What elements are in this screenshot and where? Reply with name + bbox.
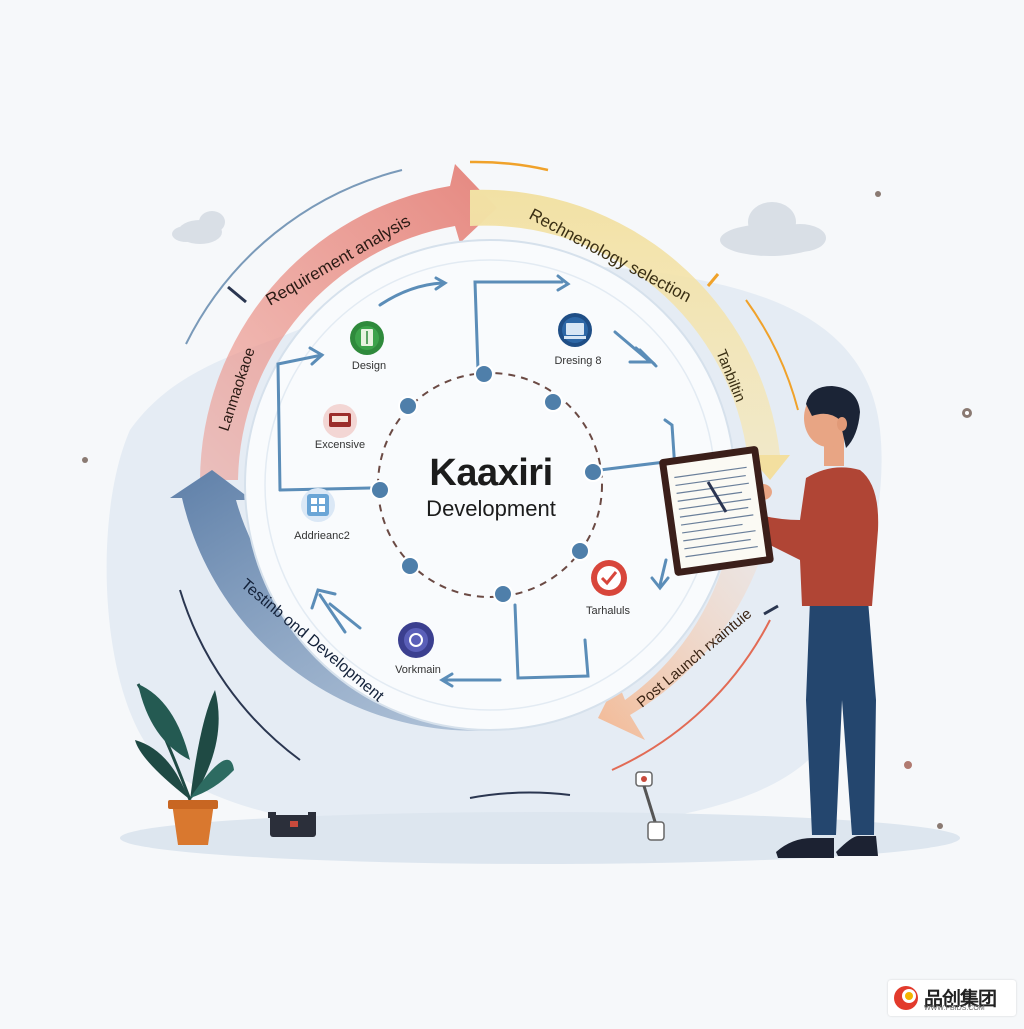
watermark-badge: 品创集团 WWW.PBIDS.COM (888, 980, 1016, 1016)
outer-arc (179, 589, 301, 761)
cloud-icon (172, 211, 225, 244)
node-label-vorkmain: Vorkmain (395, 664, 441, 676)
node-label-dresing: Dresing 8 (554, 355, 602, 367)
outer-arc (185, 169, 403, 345)
watermark-url: WWW.PBIDS.COM (924, 1005, 985, 1012)
cloud-icon (720, 202, 826, 256)
node-label-design: Design (351, 360, 387, 372)
logo-icon (894, 986, 918, 1010)
tablet-illustration (659, 446, 774, 576)
device-icon (268, 812, 316, 837)
node-label-excensive: Excensive (314, 439, 366, 451)
vorkmain-node-icon (398, 622, 434, 658)
diagram-title: Kaaxiri (429, 452, 553, 494)
node-label-addrieanc: Addrieanc2 (294, 530, 350, 542)
design-node-icon (350, 321, 384, 355)
outer-arc (745, 299, 799, 411)
outer-arc (469, 791, 571, 799)
connector-nodes (370, 364, 603, 604)
requirement-ring (200, 164, 497, 480)
plant-illustration (135, 683, 234, 845)
pen-icon (706, 481, 728, 513)
outer-arc (611, 619, 771, 771)
outer-arc (469, 160, 549, 172)
diagram-subtitle: Development (426, 496, 556, 521)
technology-ring (470, 189, 780, 460)
node-label-tarhaluls: Tarhaluls (585, 605, 631, 617)
excensive-node-icon (323, 404, 357, 438)
addrieanc-node-icon (301, 488, 335, 522)
watermark-text: 品创集团 (924, 988, 997, 1010)
lever-icon (635, 771, 665, 841)
post-launch-ring (598, 548, 760, 740)
ground-shadow (120, 812, 960, 864)
dresing-node-icon (558, 313, 592, 347)
tarhaluls-node-icon (591, 560, 627, 596)
inner-arrows (276, 274, 677, 688)
